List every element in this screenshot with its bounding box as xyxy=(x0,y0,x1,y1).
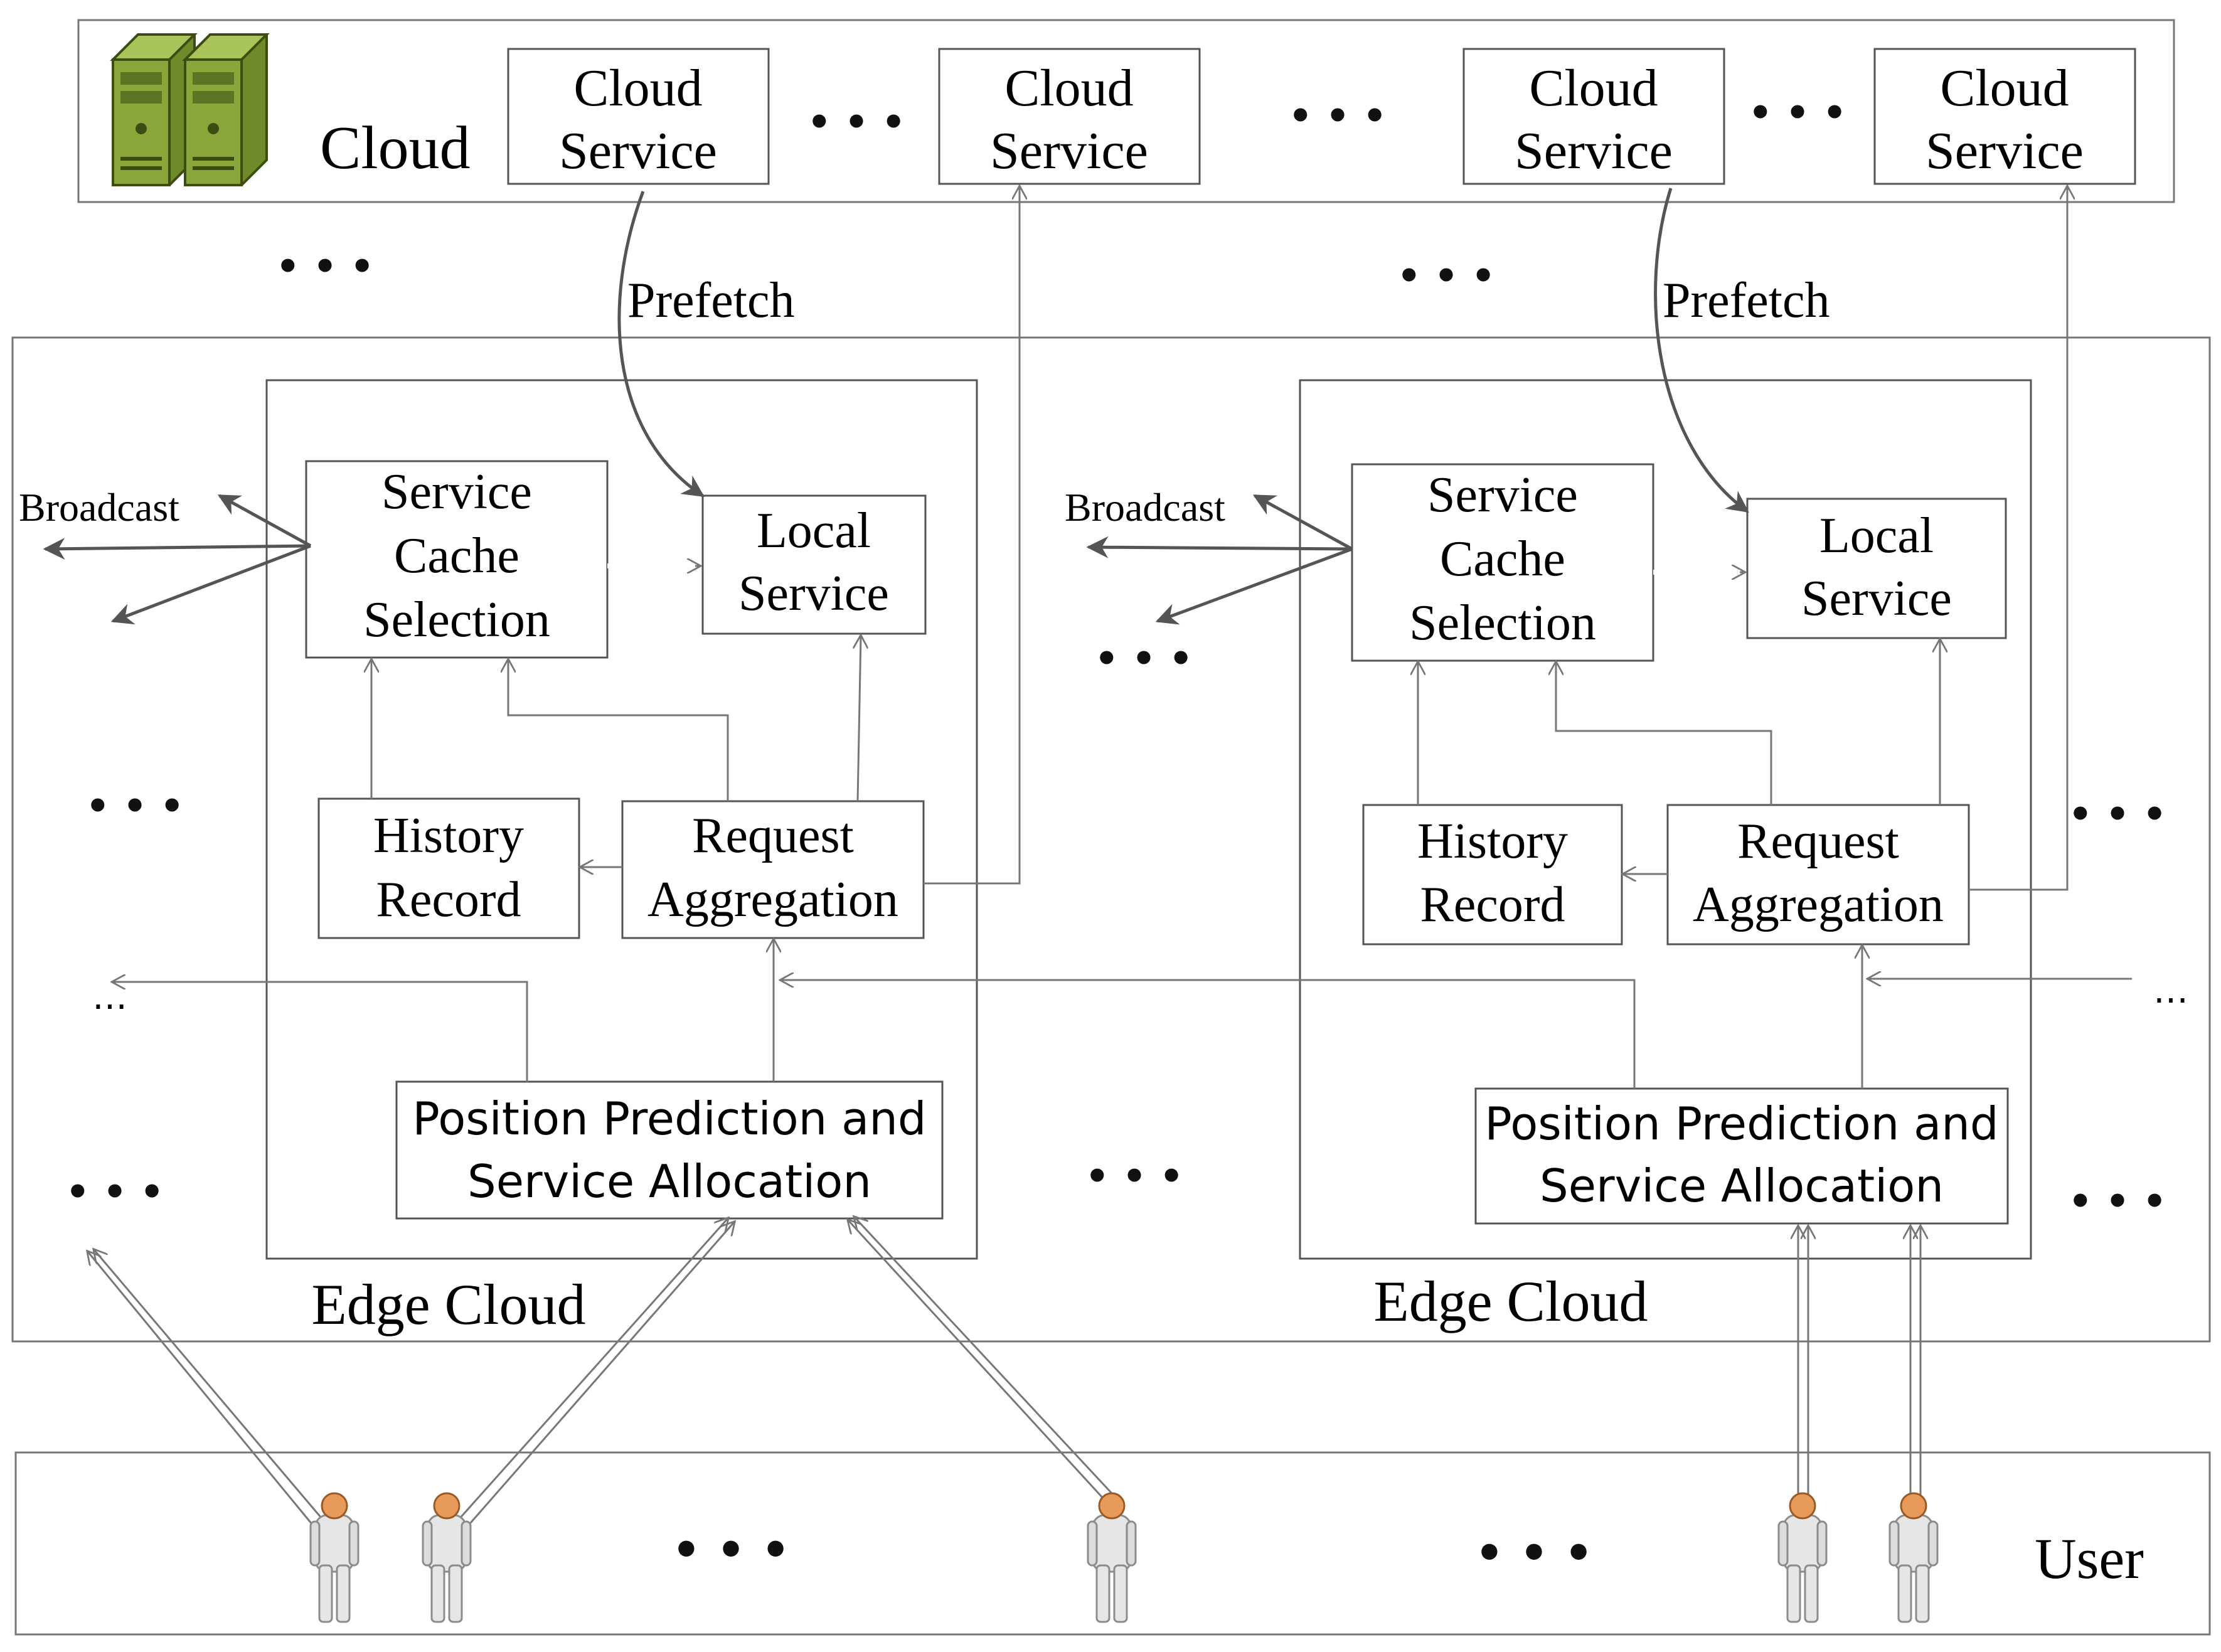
ellipsis: • • • xyxy=(1749,91,1847,135)
scs-line2: Cache xyxy=(1440,531,1565,587)
ellipsis: • • • xyxy=(86,784,184,828)
cloud-label: Cloud xyxy=(320,114,471,182)
cloud-service-4: Cloud Service xyxy=(1873,48,2136,185)
position-line2: Service Allocation xyxy=(467,1155,871,1208)
position-line1: Position Prediction and xyxy=(412,1092,926,1145)
cloud-service-line2: Service xyxy=(1925,122,2084,180)
edge-cloud-2: Service Cache Selection Local Service Hi… xyxy=(1299,379,2032,1333)
edge-cloud-label: Edge Cloud xyxy=(312,1272,586,1336)
history-line1: History xyxy=(373,808,524,863)
ellipsis: • • • xyxy=(276,245,375,289)
position-prediction-box: Position Prediction and Service Allocati… xyxy=(395,1080,944,1220)
flow-arrows-1 xyxy=(113,187,1636,1089)
edge-cloud-label: Edge Cloud xyxy=(1374,1269,1648,1333)
ellipsis: … xyxy=(92,977,127,1018)
cloud-service-line2: Service xyxy=(1515,122,1673,180)
scs-line1: Service xyxy=(381,464,532,520)
edge-cloud-1: Service Cache Selection Local Service Hi… xyxy=(265,379,978,1336)
cloud-service-line1: Cloud xyxy=(1940,59,2069,117)
ellipsis: … xyxy=(2153,971,2188,1011)
user-label: User xyxy=(2035,1527,2144,1591)
broadcast-arrows-1 xyxy=(43,494,312,625)
history-line2: Record xyxy=(376,872,521,927)
position-prediction-box: Position Prediction and Service Allocati… xyxy=(1474,1087,2009,1225)
request-line1: Request xyxy=(692,808,854,863)
local-service-box: Local Service xyxy=(1746,498,2007,639)
local-service-line1: Local xyxy=(757,503,871,558)
service-cache-selection-box: Service Cache Selection xyxy=(1351,463,1654,662)
position-line1: Position Prediction and xyxy=(1484,1097,1998,1150)
history-line1: History xyxy=(1417,814,1568,869)
ellipsis: • • • xyxy=(2069,1180,2167,1223)
ellipsis: • • • xyxy=(1085,1154,1184,1198)
request-line2: Aggregation xyxy=(1693,877,1944,932)
scs-line1: Service xyxy=(1427,467,1578,523)
cloud-service-line2: Service xyxy=(990,122,1148,180)
flow-arrows-2 xyxy=(1418,187,2132,1089)
ellipsis: • • • xyxy=(1475,1527,1593,1579)
request-aggregation-box: Request Aggregation xyxy=(621,800,925,939)
local-service-line2: Service xyxy=(738,566,889,621)
broadcast-arrows-2 xyxy=(1086,494,1353,625)
cloud-service-2: Cloud Service xyxy=(938,48,1201,185)
local-service-line1: Local xyxy=(1819,508,1934,563)
scs-line3: Selection xyxy=(1409,595,1596,651)
request-line2: Aggregation xyxy=(647,872,898,927)
ellipsis: • • • xyxy=(807,100,906,144)
ellipsis: • • • xyxy=(1397,254,1496,298)
cloud-service-line2: Service xyxy=(559,122,717,180)
history-line2: Record xyxy=(1420,877,1565,932)
service-cache-selection-box: Service Cache Selection xyxy=(305,460,609,659)
local-service-line2: Service xyxy=(1801,571,1952,626)
ellipsis: • • • xyxy=(1095,637,1193,681)
prefetch-label: Prefetch xyxy=(627,273,795,328)
cloud-service-line1: Cloud xyxy=(1004,59,1133,117)
prefetch-arrow xyxy=(617,191,705,498)
cloud-service-3: Cloud Service xyxy=(1462,48,1725,185)
user-arrows xyxy=(88,1217,1920,1533)
ellipsis: • • • xyxy=(2069,792,2167,836)
cloud-service-1: Cloud Service xyxy=(507,48,770,185)
cloud-service-line1: Cloud xyxy=(573,59,702,117)
scs-line2: Cache xyxy=(394,528,519,584)
broadcast-label: Broadcast xyxy=(19,485,179,530)
position-line2: Service Allocation xyxy=(1540,1159,1944,1212)
broadcast-label: Broadcast xyxy=(1065,485,1225,530)
prefetch-arrow xyxy=(1654,188,1749,513)
ellipsis: • • • xyxy=(66,1170,164,1214)
prefetch-label: Prefetch xyxy=(1663,273,1830,328)
cloud-service-line1: Cloud xyxy=(1529,59,1658,117)
request-aggregation-box: Request Aggregation xyxy=(1666,804,1970,946)
request-line1: Request xyxy=(1737,814,1899,869)
history-record-box: History Record xyxy=(317,797,580,939)
server-icon xyxy=(112,33,196,186)
local-service-box: Local Service xyxy=(701,494,927,635)
scs-line3: Selection xyxy=(363,592,550,647)
ellipsis: • • • xyxy=(672,1523,790,1576)
history-record-box: History Record xyxy=(1362,804,1623,946)
ellipsis: • • • xyxy=(1289,94,1387,138)
server-icon xyxy=(184,33,268,186)
